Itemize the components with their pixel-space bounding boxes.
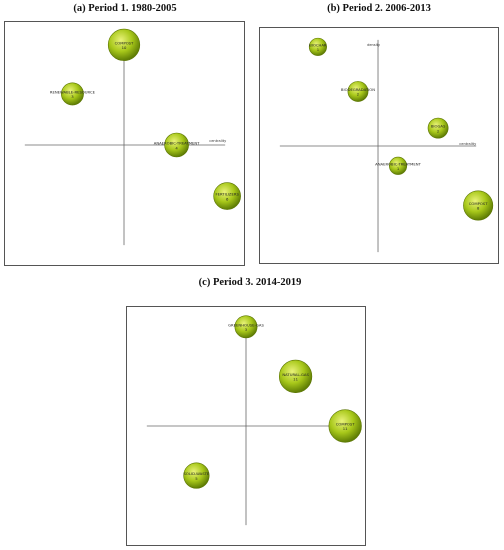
bubble-label: BIOCHAR [309,43,327,47]
bubble-count: 5 [195,477,198,481]
bubble-label: COMPOST [469,202,488,206]
bubble-count: 8 [477,207,480,211]
bubble-label: RENEWABLE-RESOURCE [50,90,96,94]
bubble-label: ANAEROBIC-TREATMENT [154,141,200,145]
bubble-label: ANAEROBIC-TREATMENT [375,162,421,166]
bubble-point [183,462,210,489]
bubble-count: 2 [437,129,440,133]
chart-b-svg: centralitydensityBIOCHAR1BIODEGRADATION2… [279,37,494,253]
bubble-count: 10 [122,46,127,50]
bubble-label: COMPOST [115,41,134,45]
bubble-count: 1 [397,167,400,171]
bubble-count: 6 [226,197,229,201]
bubble-point [347,81,369,102]
x-axis-label: centrality [459,142,476,146]
bubble-point [213,182,241,210]
bubble-label: BIODEGRADATION [341,88,375,92]
bubble-count: 11 [293,378,298,382]
chart-c-svg: GREENHOUSE-GAS3NATURAL-GAS11COMPOST11SOL… [146,315,362,526]
bubble-point [278,359,313,394]
chart-title-a: (a) Period 1. 1980-2005 [73,3,177,14]
bubble-count: 2 [357,93,360,97]
bubble-label: GREENHOUSE-GAS [228,323,264,327]
bubble-label: SOLID-WASTE [184,472,210,476]
bubble-label: NATURAL-GAS [282,373,309,377]
bubble-count: 4 [175,146,178,150]
bubble-label: COMPOST [336,423,355,427]
bubble-point [328,409,362,443]
bubble-count: 3 [245,328,248,332]
bubble-count: 11 [343,427,348,431]
y-axis-label: density [367,43,380,47]
bubble-point [463,190,494,221]
bubble-point [308,37,327,56]
bubble-point [389,156,408,175]
bubble-point [234,315,258,339]
bubble-count: 1 [317,48,320,52]
bubble-label: BIOGAS [431,125,446,129]
bubble-count: 3 [71,95,74,99]
chart-title-b: (b) Period 2. 2006-2013 [327,3,431,14]
chart-title-c: (c) Period 3. 2014-2019 [198,277,302,288]
bubble-point [427,117,449,139]
bubble-point [107,28,141,61]
chart-a-svg: centrality COMPOST10RENEWABLE-RESOURCE3AN… [24,28,241,246]
bubble-label: FERTILIZERS [215,193,239,197]
bubble-point [164,132,189,158]
x-axis-label: centrality [209,139,226,143]
bubble-point [61,82,84,106]
